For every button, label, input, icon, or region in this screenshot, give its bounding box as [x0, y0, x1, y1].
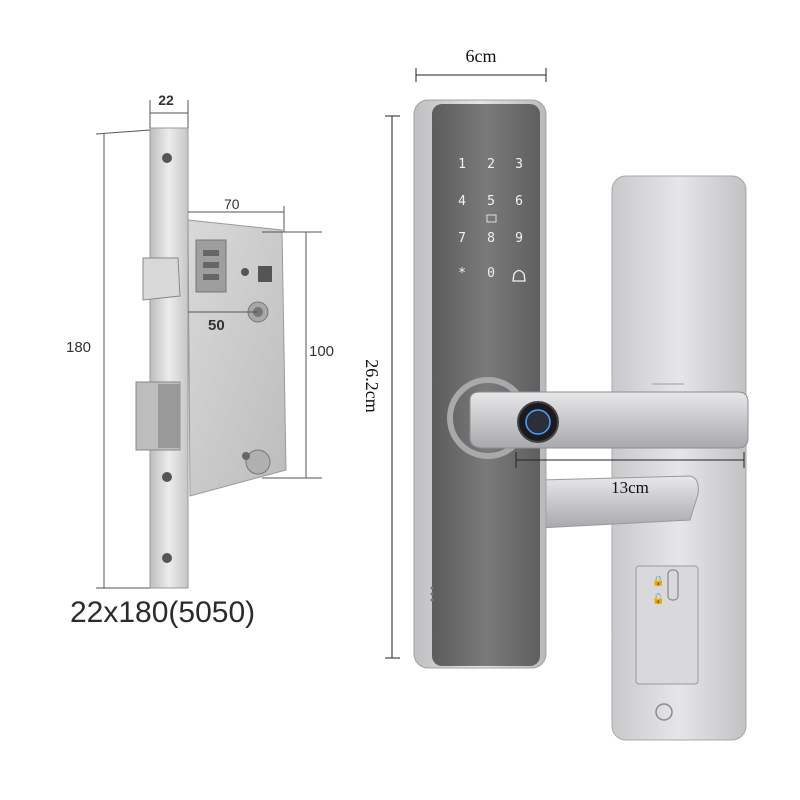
screw-hole-middle [162, 472, 172, 482]
mortise-center-label: 50 [208, 317, 225, 334]
mortise-model-caption: 22x180(5050) [70, 596, 256, 629]
mortise-width-label: 22 [158, 92, 174, 108]
cylinder-hole [245, 449, 271, 475]
keypad-key-8[interactable]: 8 [487, 231, 495, 246]
mortise-backset-label: 70 [224, 196, 240, 212]
keypad-key-6[interactable]: 6 [515, 194, 523, 209]
brushed-panel [432, 104, 540, 666]
case-slot [258, 266, 272, 282]
keypad-key-4[interactable]: 4 [458, 194, 466, 209]
exterior-handle[interactable] [469, 391, 749, 449]
lock-width-label: 6cm [466, 46, 497, 66]
keypad-key-5[interactable]: 5 [487, 194, 495, 209]
screw-hole-top [162, 153, 172, 163]
mortise-lock-body [135, 127, 287, 589]
mortise-height-label: 180 [66, 339, 91, 356]
lock-height-label: 26.2cm [362, 359, 382, 413]
keypad-key-7[interactable]: 7 [458, 231, 466, 246]
screw-hole-bottom [162, 553, 172, 563]
keypad-key-3[interactable]: 3 [515, 157, 523, 172]
face-plate [149, 127, 189, 589]
reset-button-icon [655, 703, 673, 721]
interior-handle [539, 475, 699, 529]
keypad[interactable]: 1 2 3 4 5 6 7 8 9 * 0 [458, 157, 526, 282]
keypad-key-9[interactable]: 9 [515, 231, 523, 246]
lock-dimensions [385, 68, 745, 659]
sensor-window-icon [486, 214, 497, 223]
handle-length-label: 13cm [611, 478, 649, 497]
mortise-hole-spacing-label: 100 [309, 343, 334, 360]
latch-bolt [142, 257, 181, 301]
keypad-key-2[interactable]: 2 [487, 157, 495, 172]
exterior-panel: 1 2 3 4 5 6 7 8 9 * 0 [413, 99, 749, 669]
keypad-key-0[interactable]: 0 [487, 266, 495, 281]
unlock-icon: 🔓 [652, 592, 664, 605]
battery-cover [635, 565, 699, 685]
interior-panel: 🔒 🔓 [539, 175, 747, 741]
keypad-key-star[interactable]: * [458, 266, 466, 281]
lock-icon: 🔒 [652, 575, 664, 587]
mortise-dimensions [95, 100, 322, 589]
keypad-key-1[interactable]: 1 [458, 157, 466, 172]
doorbell-key-icon[interactable] [512, 269, 526, 282]
